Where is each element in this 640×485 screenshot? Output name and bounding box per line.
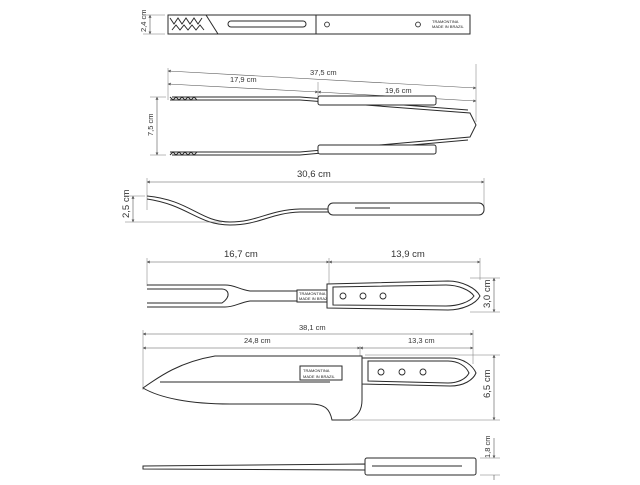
knife-spine — [142, 463, 366, 471]
tongs-total-length-label: 37,5 cm — [310, 68, 337, 77]
spatula-handle — [327, 202, 485, 216]
knife-rivet — [377, 368, 385, 376]
fork-top-view: 16,7 cm 13,9 cm TRAMONTINA MADE IN BRAZI… — [146, 249, 500, 313]
knife-side-view: 38,1 cm 24,8 cm 13,3 cm TRAMONTINA MADE … — [142, 323, 500, 421]
knife-rivet — [419, 368, 427, 376]
knife-brand-text: TRAMONTINA — [303, 368, 330, 373]
fork-rivet — [359, 292, 367, 300]
fork-rivet — [339, 292, 347, 300]
fork-handle — [326, 280, 481, 311]
tongs-upper-teeth — [169, 96, 198, 101]
knife-brand-plate — [299, 365, 343, 381]
knife-handle — [361, 357, 477, 387]
knife-height-label: 6,5 cm — [482, 369, 493, 398]
tongs-arms — [170, 99, 477, 153]
tongs-brand-subtext: MADE IN BRAZIL — [432, 24, 465, 29]
tongs-brand-text: TRAMONTINA — [432, 19, 459, 24]
knife-rivet — [398, 368, 406, 376]
tongs-jaw-length-label: 17,9 cm — [230, 75, 257, 84]
tongs-rivet — [415, 21, 421, 28]
tongs-open-width-label: 7,5 cm — [146, 113, 155, 136]
tongs-side-view: 37,5 cm 17,9 cm 19,6 cm 7,5 cm — [146, 64, 477, 156]
spatula-length-label: 30,6 cm — [297, 169, 331, 180]
fork-tines-length-label: 16,7 cm — [224, 249, 258, 260]
fork-brand-subtext: MADE IN BRAZIL — [299, 296, 332, 301]
fork-height-label: 3,0 cm — [482, 279, 493, 308]
knife-blade-length-label: 24,8 cm — [244, 336, 271, 345]
fork-handle-length-label: 13,9 cm — [391, 249, 425, 260]
tongs-handle-length-label: 19,6 cm — [385, 86, 412, 95]
knife-handle-length-label: 13,3 cm — [408, 336, 435, 345]
tongs-handle-top — [315, 14, 471, 35]
tongs-upper-handle — [317, 95, 437, 106]
fork-tines — [147, 284, 301, 308]
tongs-top-teeth-lower — [171, 24, 205, 31]
knife-top-view: 1,8 cm — [142, 435, 500, 480]
tongs-lower-handle — [317, 144, 437, 155]
tongs-top-teeth — [169, 17, 203, 25]
tongs-top-view: TRAMONTINA MADE IN BRAZIL 2,4 cm — [139, 9, 471, 35]
fork-rivet — [379, 292, 387, 300]
tongs-lower-teeth — [169, 151, 198, 156]
knife-brand-subtext: MADE IN BRAZIL — [303, 374, 336, 379]
tongs-top-slot — [227, 20, 307, 28]
spatula-blade — [146, 195, 330, 223]
knife-total-length-label: 38,1 cm — [299, 323, 326, 332]
fork-brand-text: TRAMONTINA — [299, 291, 326, 296]
tongs-rivet — [324, 21, 330, 28]
knife-side-height-label: 1,8 cm — [483, 435, 492, 458]
spatula-side-view: 30,6 cm 2,5 cm — [121, 169, 485, 226]
tongs-height-label: 2,4 cm — [139, 9, 148, 32]
spatula-height-label: 2,5 cm — [121, 189, 132, 218]
